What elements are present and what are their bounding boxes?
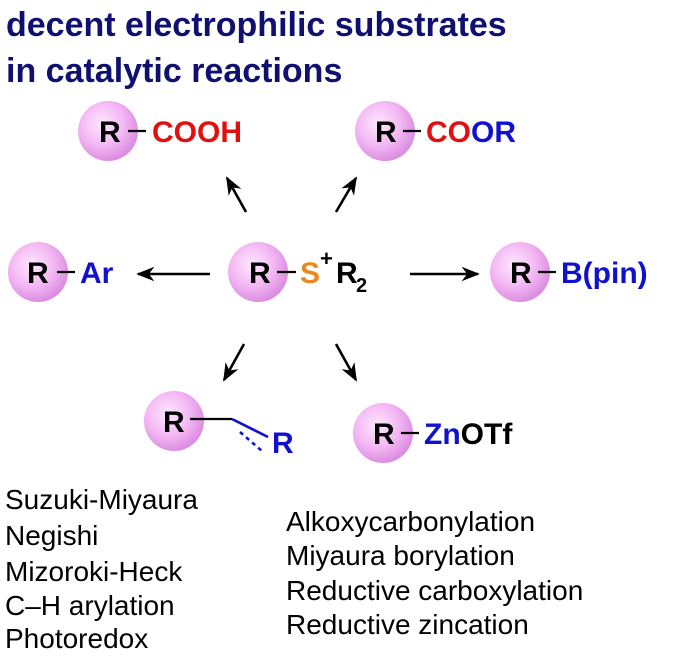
reaction-item: Alkoxycarbonylation — [286, 506, 535, 537]
cooh-r-label: R — [99, 116, 121, 149]
center-subscript: 2 — [356, 275, 367, 297]
alkene-r-label: R — [163, 406, 185, 439]
product-zinc: R ZnOTf — [373, 418, 513, 451]
zinc-zn-label: Zn — [424, 418, 461, 451]
sphere-center — [228, 242, 288, 302]
cooh-group-label: COOH — [152, 116, 242, 149]
arrow-to-cooh — [225, 176, 248, 213]
title-line-1: decent electrophilic substrates — [6, 6, 507, 44]
sphere-bpin — [490, 242, 550, 302]
svg-text:COOR: COOR — [426, 116, 516, 149]
product-coor: R COOR — [375, 116, 516, 149]
reaction-item: Miyaura borylation — [286, 540, 515, 571]
sphere-ar — [8, 242, 68, 302]
svg-text:ZnOTf: ZnOTf — [424, 418, 513, 451]
arrow-to-alkene — [222, 343, 246, 382]
coor-co-label: CO — [426, 116, 471, 149]
bpin-r-label: R — [510, 257, 532, 290]
reaction-list-left: Suzuki-Miyaura Negishi Mizoroki-Heck C–H… — [5, 484, 198, 654]
reaction-item: Mizoroki-Heck — [5, 556, 183, 587]
reaction-item: Suzuki-Miyaura — [5, 484, 198, 515]
center-r2-label: R — [336, 257, 358, 290]
center-plus-label: + — [320, 246, 333, 271]
sphere-zinc — [353, 403, 413, 463]
ar-r-label: R — [27, 257, 49, 290]
product-cooh: R COOH — [99, 116, 242, 149]
product-bpin: R B(pin) — [510, 257, 648, 290]
reaction-item: C–H arylation — [5, 590, 175, 621]
bpin-group-label: B(pin) — [561, 257, 648, 290]
arrow-to-coor — [334, 176, 358, 213]
arrow-to-zinc — [334, 343, 358, 382]
sphere-coor — [355, 101, 415, 161]
sphere-cooh — [78, 101, 138, 161]
zinc-r-label: R — [373, 418, 395, 451]
center-sulfonium: R S + R 2 — [249, 246, 367, 297]
reaction-item: Reductive carboxylation — [286, 575, 583, 606]
center-r-label: R — [249, 257, 271, 290]
reaction-item: Photoredox — [5, 623, 148, 654]
product-ar: R Ar — [27, 257, 114, 290]
alkene-r2-label: R — [272, 427, 294, 460]
alkene-double-bond-solid — [231, 417, 269, 439]
zinc-otf-label: OTf — [461, 418, 514, 451]
reaction-item: Reductive zincation — [286, 609, 529, 640]
title-line-2: in catalytic reactions — [6, 52, 342, 90]
sphere-alkene — [144, 391, 204, 451]
coor-or-label: OR — [471, 116, 516, 149]
product-alkene: R R — [163, 406, 294, 460]
alkene-double-bond-dashed — [239, 431, 263, 452]
center-s-label: S — [300, 257, 320, 290]
ar-group-label: Ar — [80, 257, 114, 290]
coor-r-label: R — [375, 116, 397, 149]
reaction-item: Negishi — [5, 520, 98, 551]
reaction-list-right: Alkoxycarbonylation Miyaura borylation R… — [286, 506, 583, 640]
